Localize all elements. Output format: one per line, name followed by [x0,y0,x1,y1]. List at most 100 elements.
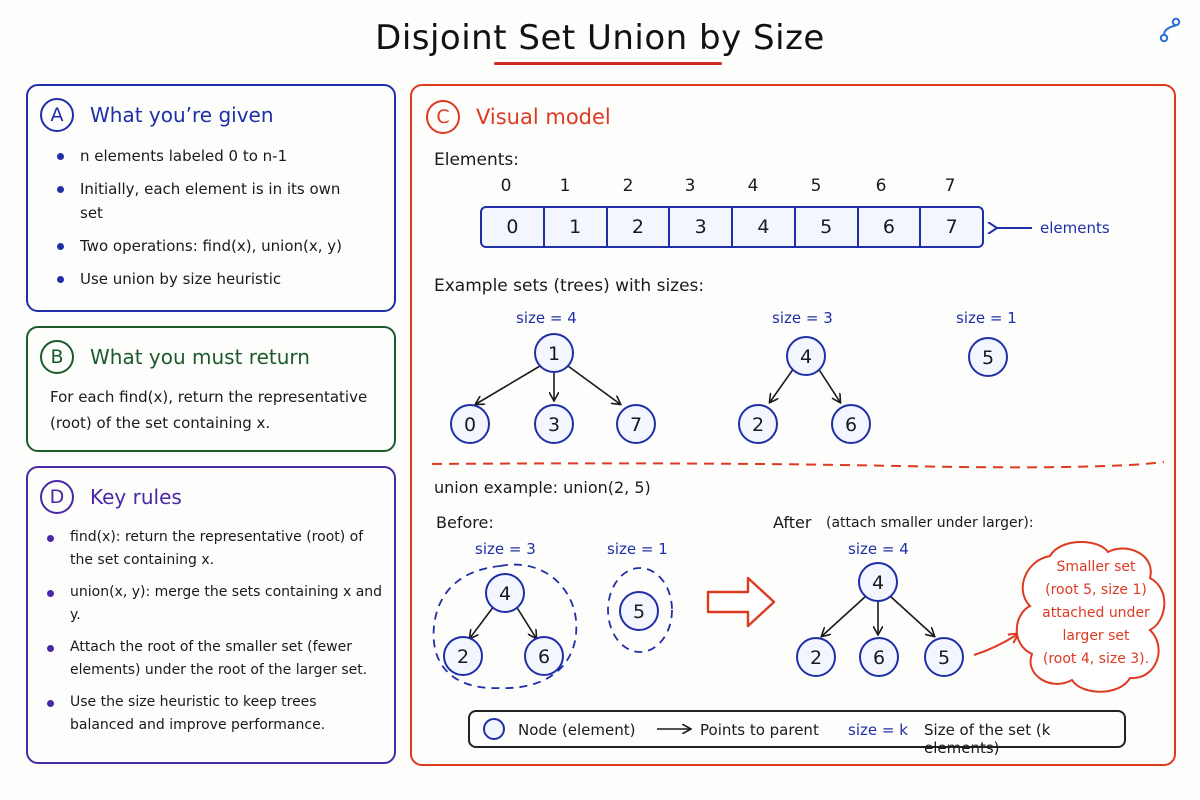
panel-return: B What you must return For each find(x),… [26,326,396,452]
tree-node: 0 [450,404,490,444]
page-title: Disjoint Set Union by Size [375,18,825,58]
tree-node: 6 [859,637,899,677]
after-note: (attach smaller under larger): [826,515,1034,531]
parent-edge [817,367,840,402]
legend-node-label: Node (element) [518,721,636,739]
parent-edge [476,365,541,404]
array-cell: 4 [733,208,796,246]
callout-text: Smaller set (root 5, size 1) attached un… [1026,556,1166,671]
callout-line: (root 4, size 3). [1042,651,1150,667]
section-divider [431,461,1165,469]
legend-arrow-label: Points to parent [700,721,819,739]
panel-a-bullets: n elements labeled 0 to n-1 Initially, e… [54,144,364,300]
node-label: 2 [810,647,822,669]
index-label: 5 [810,176,822,196]
elements-arrow-label: elements [1040,219,1110,237]
node-label: 5 [938,647,950,669]
list-item: Initially, each element is in its own se… [54,177,364,225]
title-underline [494,62,722,65]
tree-node: 2 [443,636,483,676]
panel-c-badge: C [426,100,460,134]
set-boundary [607,567,673,653]
index-label: 3 [684,176,696,196]
after-label: After [773,513,812,532]
panel-b-badge: B [40,340,74,374]
node-label: 4 [800,346,812,368]
callout-cloud [1015,540,1166,693]
parent-edge [822,595,867,636]
parent-edge [470,605,495,638]
union-example-label: union example: union(2, 5) [434,478,651,497]
tree-node: 6 [831,404,871,444]
list-item: Two operations: find(x), union(x, y) [54,234,364,258]
parent-edge [567,365,620,404]
tree-node: 4 [485,573,525,613]
before-label: Before: [436,513,494,532]
array-cell: 3 [670,208,733,246]
node-label: 6 [873,647,885,669]
node-label: 7 [630,414,642,436]
panel-rules: D Key rules find(x): return the represen… [26,466,396,764]
panel-d-badge: D [40,480,74,514]
size-label: size = 3 [772,309,833,327]
index-label: 2 [622,176,634,196]
git-branch-icon[interactable] [1156,16,1184,44]
panel-d-heading: Key rules [90,485,182,509]
tree-node: 6 [524,636,564,676]
size-label: size = 1 [956,309,1017,327]
callout-line: larger set [1062,628,1130,644]
tree-node: 4 [786,336,826,376]
array-cell: 2 [608,208,671,246]
node-label: 4 [499,583,511,605]
parent-edge [515,605,536,638]
list-item: Use the size heuristic to keep trees bal… [44,691,384,737]
legend-size-key: size = k [848,721,908,739]
list-item: n elements labeled 0 to n-1 [54,144,364,168]
node-label: 2 [752,414,764,436]
panel-a-heading: What you’re given [90,103,274,127]
legend-size-desc: Size of the set (k elements) [924,721,1051,757]
size-label: size = 1 [607,540,668,558]
panel-d-bullets: find(x): return the representative (root… [44,526,384,746]
panel-b-heading: What you must return [90,345,310,369]
node-label: 6 [538,646,550,668]
index-label: 0 [500,176,512,196]
index-label: 4 [747,176,759,196]
index-label: 7 [944,176,956,196]
legend: Node (element) Points to parent size = k… [468,710,1126,757]
node-label: 3 [548,414,560,436]
index-label: 6 [875,176,887,196]
panel-given: A What you’re given n elements labeled 0… [26,84,396,312]
size-label: size = 4 [848,540,909,558]
array-cell: 1 [545,208,608,246]
node-label: 2 [457,646,469,668]
array-cell: 6 [859,208,922,246]
array-cell: 5 [796,208,859,246]
list-item: Use union by size heuristic [54,267,364,291]
node-label: 0 [464,414,476,436]
panel-b-text: For each find(x), return the representat… [50,388,368,432]
tree-node: 7 [616,404,656,444]
callout-line: attached under [1042,605,1150,621]
callout-line: (root 5, size 1) [1045,582,1147,598]
index-label: 1 [559,176,571,196]
node-label: 5 [982,347,994,369]
tree-node: 4 [858,562,898,602]
transition-arrow [706,576,776,628]
node-label: 4 [872,572,884,594]
array-cell: 7 [945,216,958,238]
panel-c-heading: Visual model [476,105,611,129]
list-item: find(x): return the representative (root… [44,526,384,572]
tree-node: 5 [968,337,1008,377]
node-legend-icon [483,718,505,740]
panel-a-badge: A [40,98,74,132]
parent-edge [889,595,934,636]
example-sets-label: Example sets (trees) with sizes: [434,276,705,296]
tree-node: 3 [534,404,574,444]
tree-node: 2 [796,637,836,677]
array-cell: 0 [482,208,545,246]
parent-edge [770,367,795,402]
tree-node: 5 [619,591,659,631]
node-label: 5 [633,601,645,623]
